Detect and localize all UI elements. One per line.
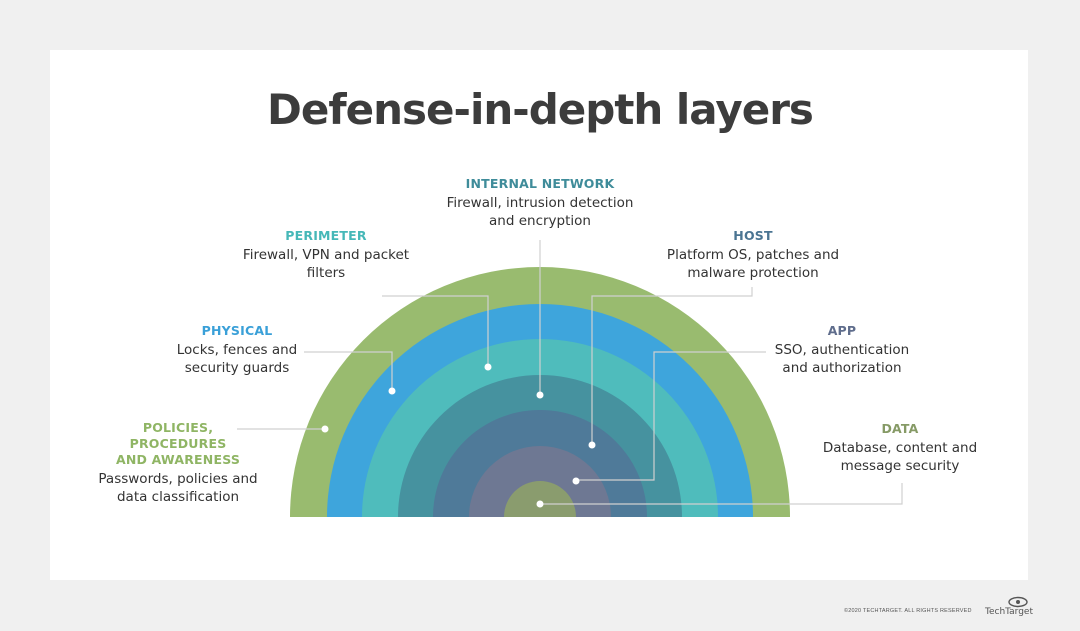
layer-dot-host <box>588 441 596 449</box>
layer-dot-data <box>536 500 544 508</box>
layer-dot-app <box>572 477 580 485</box>
layer-heading: HOST <box>733 228 773 243</box>
leader-line-host <box>591 287 753 444</box>
layer-dot-physical <box>388 387 396 395</box>
leader-line-data <box>540 483 903 505</box>
arc-data <box>504 481 576 517</box>
copyright-notice: ©2020 TECHTARGET. ALL RIGHTS RESERVED <box>844 608 972 614</box>
layer-heading: INTERNAL NETWORK <box>465 176 615 191</box>
eye-icon <box>1008 596 1028 608</box>
layer-dot-perimeter <box>484 363 492 371</box>
label-internal-network: INTERNAL NETWORK Firewall, intrusion dete… <box>410 176 670 230</box>
leader-line-app <box>576 351 766 481</box>
leader-line-physical <box>304 351 393 390</box>
layer-dot-policies <box>321 425 329 433</box>
layer-heading: APP <box>827 323 857 338</box>
brand-logo-text: TechTarget <box>985 607 1034 617</box>
page-title: Defense-in-depth layers <box>267 85 814 134</box>
layer-heading: DATA <box>881 421 919 436</box>
layer-dot-internal-network <box>536 391 544 399</box>
layer-heading: PERIMETER <box>285 228 367 243</box>
layer-heading: PHYSICAL <box>201 323 273 338</box>
leader-line-perimeter <box>382 295 489 366</box>
